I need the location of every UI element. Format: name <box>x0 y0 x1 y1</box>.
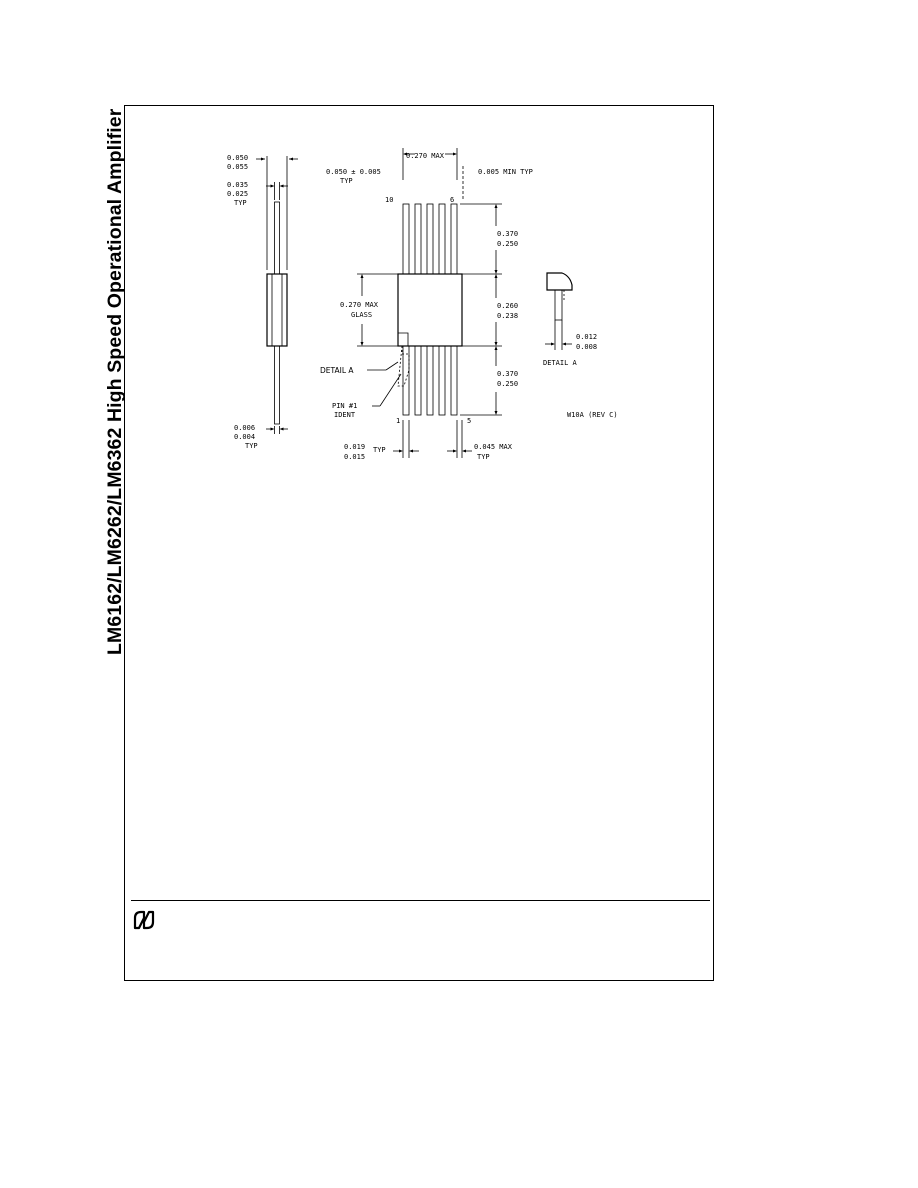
lead-width-max: 0.019 <box>344 443 365 451</box>
detail-thick-max: 0.012 <box>576 333 597 341</box>
lower-lead-min: 0.250 <box>497 380 518 388</box>
package-code: W10A (REV C) <box>567 411 618 419</box>
side-view-lower-lead <box>274 345 280 425</box>
upper-lead-min: 0.250 <box>497 240 518 248</box>
side-thick-max: 0.006 <box>234 424 255 432</box>
pin-5-label: 5 <box>467 417 471 425</box>
pitch-label: 0.050 ± 0.005 <box>326 168 381 176</box>
side-overall-max: 0.050 <box>227 154 248 162</box>
pin-6-label: 6 <box>450 196 454 204</box>
pin-10-label: 10 <box>385 196 393 204</box>
detail-a-profile <box>546 272 573 291</box>
glass-label: GLASS <box>351 311 372 319</box>
edge-note: TYP <box>477 453 490 461</box>
side-lead-max: 0.035 <box>227 181 248 189</box>
lead-width-note: TYP <box>373 446 386 454</box>
side-thick-min: 0.004 <box>234 433 255 441</box>
package-outline-drawing: 0.050 0.055 0.035 0.025 TYP 0.006 0.004 … <box>227 148 618 461</box>
pin-ident-line1: PIN #1 <box>332 402 357 410</box>
side-view-body <box>266 273 288 347</box>
lead-spacing-label: 0.005 MIN TYP <box>478 168 533 176</box>
glass-width-label: 0.270 MAX <box>340 301 379 309</box>
page-frame <box>124 105 714 981</box>
pin-ident-line2: IDENT <box>334 411 356 419</box>
detail-a-title: DETAIL A <box>543 359 578 367</box>
edge-max-label: 0.045 MAX <box>474 443 513 451</box>
national-semiconductor-logo-icon <box>133 910 155 930</box>
upper-lead-max: 0.370 <box>497 230 518 238</box>
pitch-note: TYP <box>340 177 353 185</box>
body-len-min: 0.238 <box>497 312 518 320</box>
side-thick-note: TYP <box>245 442 258 450</box>
side-view-upper-lead <box>274 201 280 275</box>
lead-width-min: 0.015 <box>344 453 365 461</box>
detail-a-callout: DETAIL A <box>320 366 354 375</box>
footer-divider <box>131 900 710 901</box>
side-lead-note: TYP <box>234 199 247 207</box>
detail-thick-min: 0.008 <box>576 343 597 351</box>
lower-lead-max: 0.370 <box>497 370 518 378</box>
body-len-max: 0.260 <box>497 302 518 310</box>
side-overall-min: 0.055 <box>227 163 248 171</box>
side-lead-min: 0.025 <box>227 190 248 198</box>
body-width-label: 0.270 MAX <box>406 152 445 160</box>
pin-1-label: 1 <box>396 417 400 425</box>
